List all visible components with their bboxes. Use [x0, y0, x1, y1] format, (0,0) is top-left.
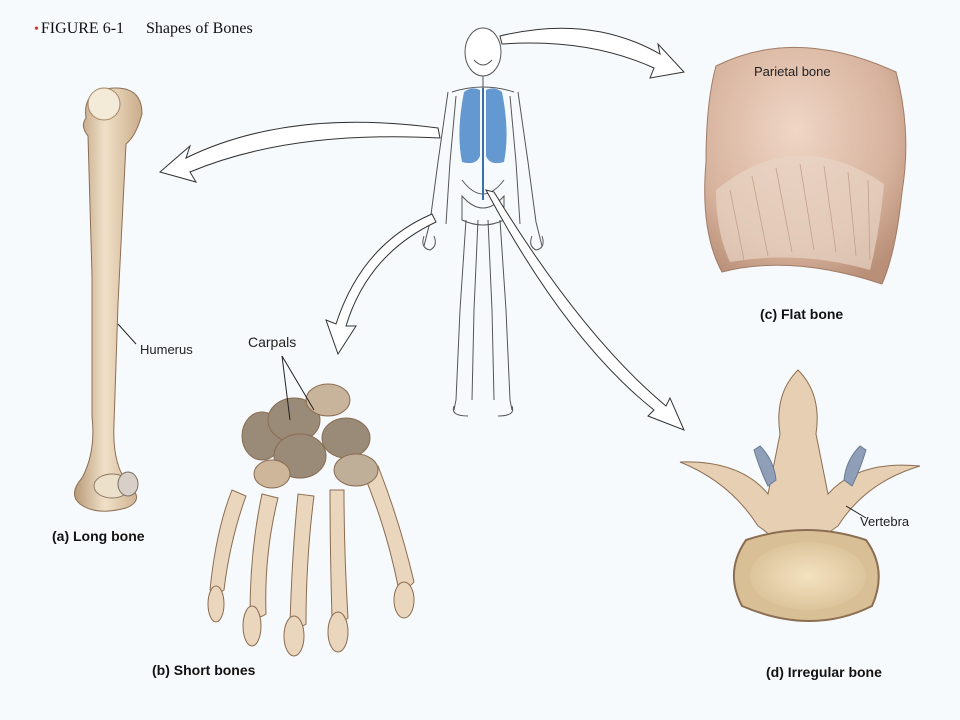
figure-number: FIGURE 6-1 — [40, 20, 125, 37]
parietal-bone — [704, 47, 907, 285]
vertebra-bone — [679, 369, 921, 622]
arrow-to-irregular-bone — [485, 189, 685, 431]
skeleton-figure — [422, 27, 544, 417]
figure-title: •FIGURE 6-1 Shapes of Bones — [34, 20, 253, 38]
carpals-cluster — [241, 383, 379, 489]
figure-title-text: Shapes of Bones — [146, 20, 253, 37]
short-bones-caption: (b) Short bones — [152, 662, 256, 678]
lungs-illustration — [459, 88, 507, 200]
humerus-label: Humerus — [140, 342, 193, 357]
arrow-to-short-bones — [325, 213, 437, 356]
vertebra-label: Vertebra — [860, 514, 910, 529]
carpals-label: Carpals — [248, 334, 297, 350]
figure-bullet-icon: • — [34, 22, 39, 37]
irregular-bone-caption: (d) Irregular bone — [766, 664, 882, 680]
humerus-bone — [74, 87, 143, 512]
hand-bones — [207, 355, 415, 657]
parietal-bone-label: Parietal bone — [754, 64, 831, 79]
arrow-to-flat-bone — [499, 27, 685, 79]
flat-bone-caption: (c) Flat bone — [760, 306, 844, 322]
arrow-to-long-bone — [158, 121, 441, 183]
long-bone-caption: (a) Long bone — [52, 528, 145, 544]
